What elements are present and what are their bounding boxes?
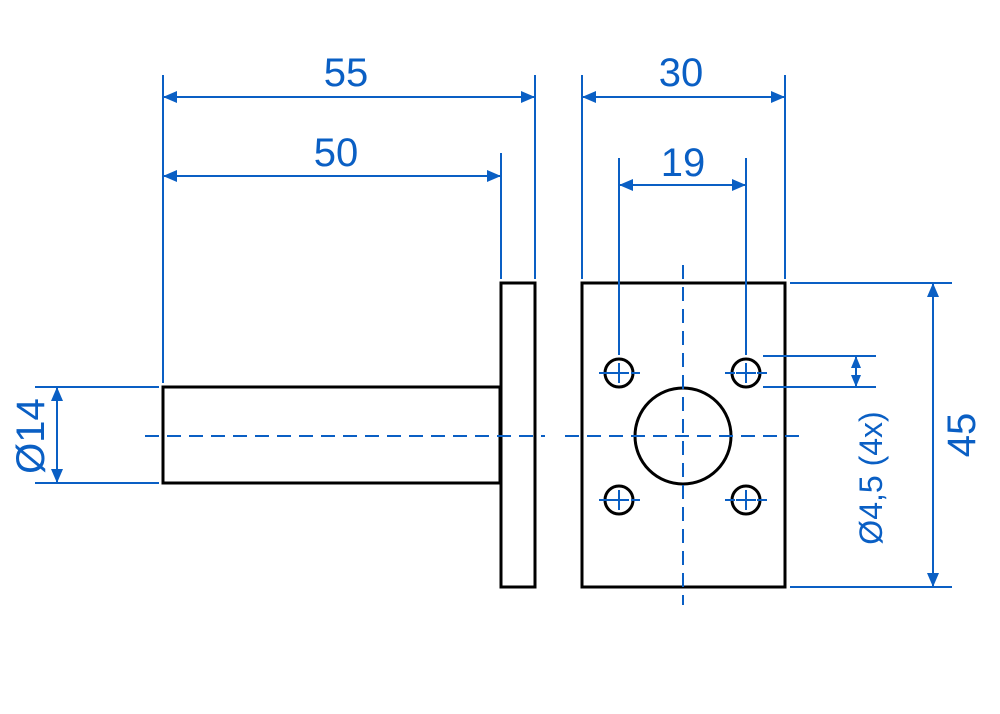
dimension-shaft-diameter: Ø14: [9, 386, 159, 484]
shaft-length-label: 50: [314, 131, 359, 175]
dimension-shaft-length: 50: [163, 131, 502, 279]
mounting-hole-bottom-right: [725, 484, 767, 516]
dimension-plate-height: 45: [790, 282, 984, 588]
hole-spacing-label: 19: [661, 141, 706, 185]
plate-width-label: 30: [659, 51, 704, 95]
side-view: [145, 281, 545, 589]
dimension-overall-length: 55: [162, 51, 536, 383]
mounting-hole-top-left: [599, 357, 640, 389]
mounting-hole-bottom-left: [599, 484, 640, 516]
plate-height-label: 45: [940, 413, 984, 458]
front-view: [565, 265, 800, 605]
shaft-diameter-label: Ø14: [9, 398, 53, 474]
dimension-plate-width: 30: [581, 51, 786, 279]
mounting-hole-top-right: [725, 357, 767, 389]
hole-diameter-label: Ø4,5 (4x): [853, 411, 889, 544]
dimension-hole-spacing: 19: [618, 141, 747, 355]
dimension-hole-diameter: Ø4,5 (4x): [763, 355, 889, 545]
overall-length-label: 55: [324, 51, 369, 95]
